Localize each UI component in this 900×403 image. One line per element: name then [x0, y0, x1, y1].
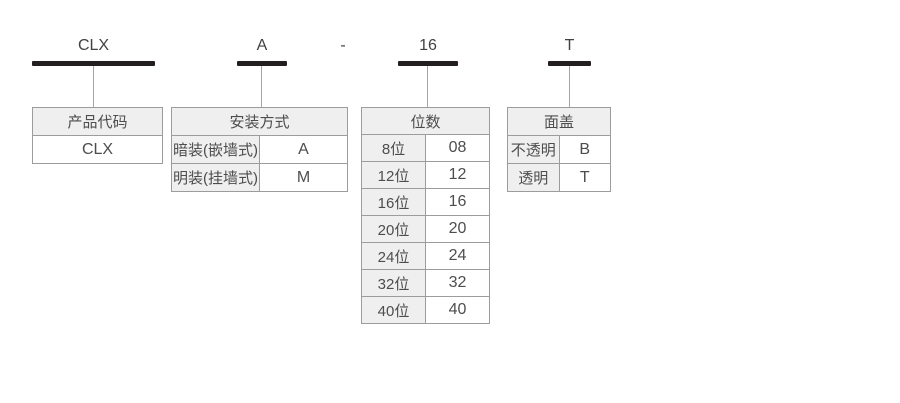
option-label: 8位	[361, 134, 426, 162]
option-label: 12位	[361, 161, 426, 189]
segment-label-product-code: CLX	[77, 37, 110, 54]
option-label: 32位	[361, 269, 426, 297]
table-row: 16位 16	[361, 188, 490, 216]
segment-bar-ways	[398, 61, 458, 66]
option-label: 24位	[361, 242, 426, 270]
table-product-code: 产品代码 CLX	[32, 107, 163, 164]
table-header: 安装方式	[171, 107, 348, 136]
table-header-row: 安装方式	[171, 107, 348, 136]
option-code: 20	[425, 215, 490, 243]
segment-separator: -	[340, 37, 346, 54]
table-mounting: 安装方式 暗装(嵌墙式) A 明装(挂墙式) M	[171, 107, 348, 192]
connector-line-ways	[427, 66, 428, 107]
table-ways: 位数 8位 08 12位 12 16位 16 20位 20 24位 24 32位…	[361, 107, 490, 324]
table-row: 明装(挂墙式) M	[171, 163, 348, 192]
option-label: 暗装(嵌墙式)	[171, 135, 260, 164]
table-header: 面盖	[507, 107, 611, 136]
option-code: M	[259, 163, 348, 192]
table-row: 不透明 B	[507, 135, 611, 164]
option-code: A	[259, 135, 348, 164]
table-row: 40位 40	[361, 296, 490, 324]
connector-line-mounting	[261, 66, 262, 107]
segment-label-ways: 16	[419, 37, 437, 54]
option-label: 不透明	[507, 135, 560, 164]
option-code: 12	[425, 161, 490, 189]
segment-bar-product-code	[32, 61, 155, 66]
table-row: 12位 12	[361, 161, 490, 189]
segment-label-mounting: A	[256, 37, 268, 54]
connector-line-product-code	[93, 66, 94, 107]
segment-bar-mounting	[237, 61, 287, 66]
option-code: 32	[425, 269, 490, 297]
option-code: T	[558, 163, 611, 192]
option-label: 透明	[507, 163, 560, 192]
option-code: B	[558, 135, 611, 164]
table-row: 32位 32	[361, 269, 490, 297]
segment-bar-cover	[548, 61, 591, 66]
option-label: 明装(挂墙式)	[171, 163, 260, 192]
option-code: 08	[425, 134, 490, 162]
segment-label-cover: T	[564, 37, 575, 54]
table-header: 产品代码	[32, 107, 163, 136]
table-row: 透明 T	[507, 163, 611, 192]
option-code: 24	[425, 242, 490, 270]
connector-line-cover	[569, 66, 570, 107]
table-cover: 面盖 不透明 B 透明 T	[507, 107, 611, 192]
option-label: 20位	[361, 215, 426, 243]
table-header: 位数	[361, 107, 490, 135]
table-row: 暗装(嵌墙式) A	[171, 135, 348, 164]
table-row: 8位 08	[361, 134, 490, 162]
option-label: 40位	[361, 296, 426, 324]
table-header-row: 位数	[361, 107, 490, 135]
table-row: 20位 20	[361, 215, 490, 243]
table-row: CLX	[32, 135, 163, 164]
table-row: 24位 24	[361, 242, 490, 270]
table-header-row: 产品代码	[32, 107, 163, 136]
option-code: 16	[425, 188, 490, 216]
option-label: CLX	[32, 135, 163, 164]
option-label: 16位	[361, 188, 426, 216]
table-header-row: 面盖	[507, 107, 611, 136]
option-code: 40	[425, 296, 490, 324]
